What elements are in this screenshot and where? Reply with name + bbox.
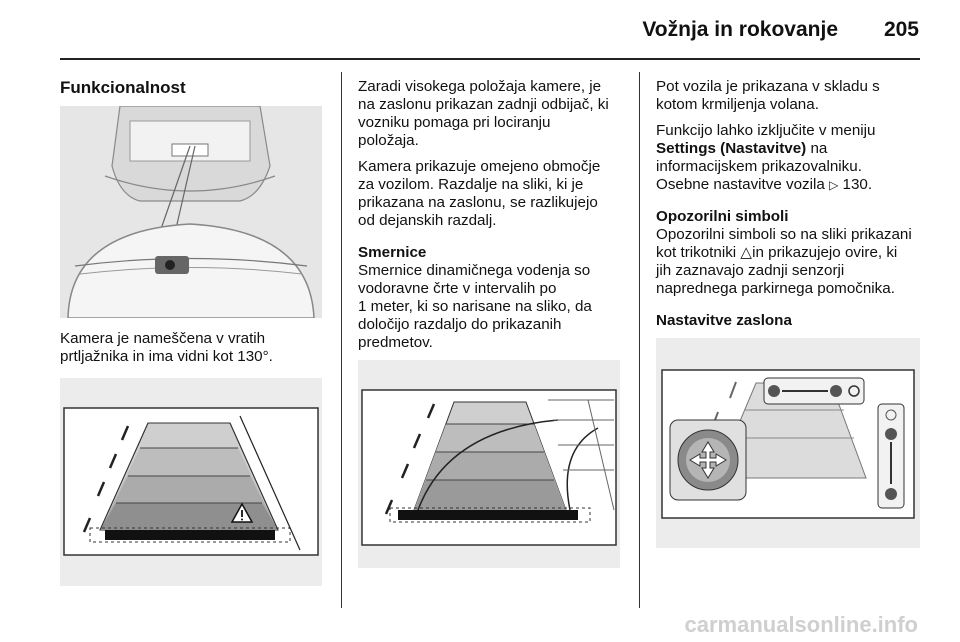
menu-path-settings: Settings (Nastavitve) (656, 140, 807, 157)
column-separator-2 (639, 72, 640, 608)
text-line: 1 meter, ki so narisane na sliko, da (358, 298, 592, 315)
text-line: vozniku pomaga pri lociranju (358, 114, 551, 131)
ref-arrow-icon: ▷ (829, 178, 839, 192)
text-line: naprednega parkirnega pomočnika. (656, 280, 895, 297)
text-line: vodoravne črte v intervalih po (358, 280, 557, 297)
caption-line: Kamera je nameščena v vratih (60, 330, 266, 347)
dynamic-guideline-illustration (358, 360, 620, 568)
caption-line: prtljažnika in ima vidni kot 130°. (60, 348, 273, 365)
text-line: Kamera prikazuje omejeno območje (358, 158, 601, 175)
header-rule (60, 58, 920, 60)
navigation-pad-icon (669, 419, 747, 501)
tailgate-camera-illustration (60, 106, 322, 318)
text-line: informacijskem prikazovalniku. (656, 158, 862, 175)
warning-triangle-icon: △ (740, 244, 753, 261)
text-line: Pot vozila je prikazana v skladu s (656, 78, 880, 95)
guideline-display-illustration (60, 378, 322, 586)
page-header-title: Vožnja in rokovanje (642, 18, 838, 41)
text-line: Osebne nastavitve vozila (656, 176, 830, 193)
text-line: predmetov. (358, 334, 433, 351)
section-heading-nastavitve-zaslona: Nastavitve zaslona (656, 312, 792, 329)
text-line: jih zaznavajo zadnji senzorji (656, 262, 845, 279)
text-fragment: in prikazujejo ovire, ki (752, 244, 898, 261)
text-fragment: kot trikotniki (656, 244, 737, 261)
text-line: za vozilom. Razdalje na sliki, ki je (358, 176, 584, 193)
contrast-slider (763, 377, 865, 405)
section-heading-funkcionalnost: Funkcionalnost (60, 78, 186, 97)
section-heading-smernice: Smernice (358, 244, 427, 261)
text-line: od dejanskih razdalj. (358, 212, 497, 229)
text-line: prikazana na zaslonu, se razlikujejo (358, 194, 598, 211)
warning-triangle-icon (230, 502, 254, 523)
text-line: položaja. (358, 132, 419, 149)
section-heading-opozorilni-simboli: Opozorilni simboli (656, 208, 789, 225)
page-number: 205 (883, 18, 919, 41)
text-fragment: na (806, 140, 828, 157)
display-settings-illustration (656, 338, 920, 548)
column-separator-1 (341, 72, 342, 608)
text-line: Opozorilni simboli so na sliki prikazani (656, 226, 912, 243)
page-reference: 130. (842, 176, 873, 193)
text-line: Funkcijo lahko izključite v meniju (656, 122, 876, 139)
text-line: kotom krmiljenja volana. (656, 96, 819, 113)
text-line: na zaslonu prikazan zadnji odbijač, ki (358, 96, 609, 113)
footer-watermark: carmanualsonline.info (684, 612, 919, 637)
text-line: določijo razdaljo do prikazanih (358, 316, 562, 333)
text-line: Zaradi visokega položaja kamere, je (358, 78, 602, 95)
text-line: Smernice dinamičnega vodenja so (358, 262, 591, 279)
brightness-slider (877, 403, 905, 509)
